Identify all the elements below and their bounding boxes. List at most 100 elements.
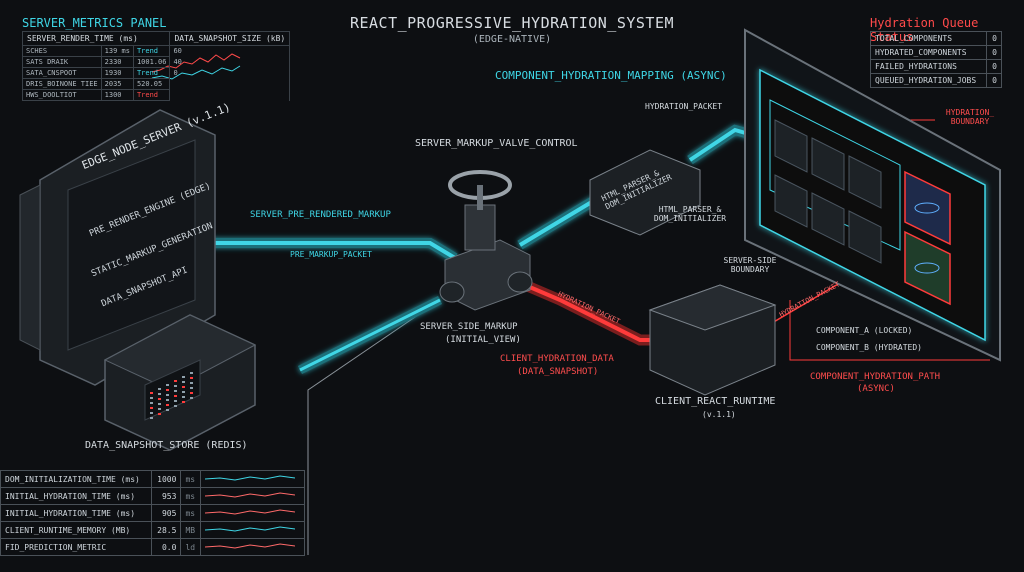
server-metric-value: 1300 [100,89,134,101]
snapshot-chart-tick [169,89,291,101]
bottom-metric-value: 905 [150,504,182,522]
bottom-metric-sparkline [200,470,305,488]
product-tile [848,155,882,209]
bottom-metric-unit: ms [180,470,201,488]
product-tile [774,174,808,228]
led [174,380,177,382]
ssr-markup-label: SERVER_SIDE_MARKUP [420,322,518,332]
led [174,395,177,397]
server-metric-label: DRIS_BOINONE TIEE [22,78,102,90]
react-component-tile [904,170,951,246]
led [158,398,161,400]
pre-packet-label: PRE_MARKUP_PACKET [290,250,372,259]
ssr-boundary-label: SERVER-SIDE BOUNDARY [723,256,777,274]
led [166,394,169,396]
led [174,400,177,402]
product-tile [811,137,845,191]
render-time-header: SERVER_RENDER_TIME (ms) [21,31,171,46]
path-label: COMPONENT_HYDRATION_PATH [810,372,941,382]
snapshot-chart-tick: 0 [169,67,291,79]
queue-value: 0 [986,59,1002,74]
server-metric-label: SCHES [22,45,102,57]
server-metric-label: SATS DRAIK [22,56,102,68]
bottom-metric-sparkline [200,521,305,539]
led [190,397,193,399]
led [182,386,185,388]
bottom-metric-label: CLIENT_RUNTIME_MEMORY (MB) [0,521,152,539]
hyd-boundary-label: HYDRATION_ BOUNDARY [945,108,995,126]
led [158,403,161,405]
edge-server-device [19,109,216,386]
queue-label: TOTAL_COMPONENTS [869,31,988,46]
product-tiles [774,119,951,306]
connector-line [307,299,441,555]
led [190,372,193,374]
react-component-tile [904,230,951,306]
led [150,402,153,404]
led [166,389,169,391]
server-metric-trend: Trend [132,45,171,57]
bottom-metric-sparkline [200,487,305,505]
led [190,382,193,384]
snapshot-chart-tick [169,78,291,90]
page-subtitle: (EDGE-NATIVE) [472,34,552,45]
led [150,397,153,399]
server-metric-value: 2330 [100,56,134,68]
queue-label: FAILED_HYDRATIONS [869,59,988,74]
led [190,387,193,389]
bottom-metric-sparkline [200,538,305,556]
product-tile [848,210,882,264]
led [158,408,161,410]
bottom-metric-label: INITIAL_HYDRATION_TIME (ms) [0,504,152,522]
runtime-sub: (v.1.1) [702,410,736,419]
led [150,392,153,394]
parser-label: HTML_PARSER_& DOM_INITIALIZER [653,205,727,223]
parser-device [589,149,701,236]
led [174,385,177,387]
hydration-packet-top: HYDRATION_PACKET [645,102,723,111]
led [166,404,169,406]
page-title: REACT_PROGRESSIVE_HYDRATION_SYSTEM [349,14,675,32]
product-tile [774,119,808,173]
bottom-metric-value: 1000 [150,470,182,488]
bottom-metric-value: 28.5 [150,521,182,539]
bottom-metric-value: 953 [150,487,182,505]
server-metrics-title: SERVER_METRICS PANEL [22,16,167,30]
runtime-device [648,284,777,396]
queue-value: 0 [986,31,1002,46]
snapshot-size-header: DATA_SNAPSHOT_SIZE (kB) [169,31,291,46]
led [174,390,177,392]
react-atom-icon [914,202,940,214]
bottom-metric-unit: ld [180,538,201,556]
queue-value: 0 [986,45,1002,60]
pre-rendered-label: SERVER_PRE_RENDERED_MARKUP [250,210,391,220]
mapping-label: COMPONENT_HYDRATION_MAPPING (ASYNC) [495,69,727,82]
component-a-label: COMPONENT_A (LOCKED) [816,326,913,335]
server-metrics-panel: SERVER_RENDER_TIME (ms) DATA_SNAPSHOT_SI… [21,31,291,101]
server-metric-value: 1930 [100,67,134,79]
component-b-label: COMPONENT_B (HYDRATED) [816,343,922,352]
bottom-metric-label: INITIAL_HYDRATION_TIME (ms) [0,487,152,505]
bottom-metric-unit: ms [180,487,201,505]
data-store-device [103,314,257,451]
valve-device [439,170,533,311]
server-metric-label: SATA_CNSPOOT [22,67,102,79]
bottom-metric-sparkline [200,504,305,522]
bottom-metric-unit: ms [180,504,201,522]
bottom-metric-unit: MB [180,521,201,539]
valve-label: SERVER_MARKUP_VALVE_CONTROL [415,138,578,149]
runtime-label: CLIENT_REACT_RUNTIME [655,396,776,407]
bottom-metric-label: DOM_INITIALIZATION_TIME (ms) [0,470,152,488]
led [182,376,185,378]
product-tile [811,192,845,246]
